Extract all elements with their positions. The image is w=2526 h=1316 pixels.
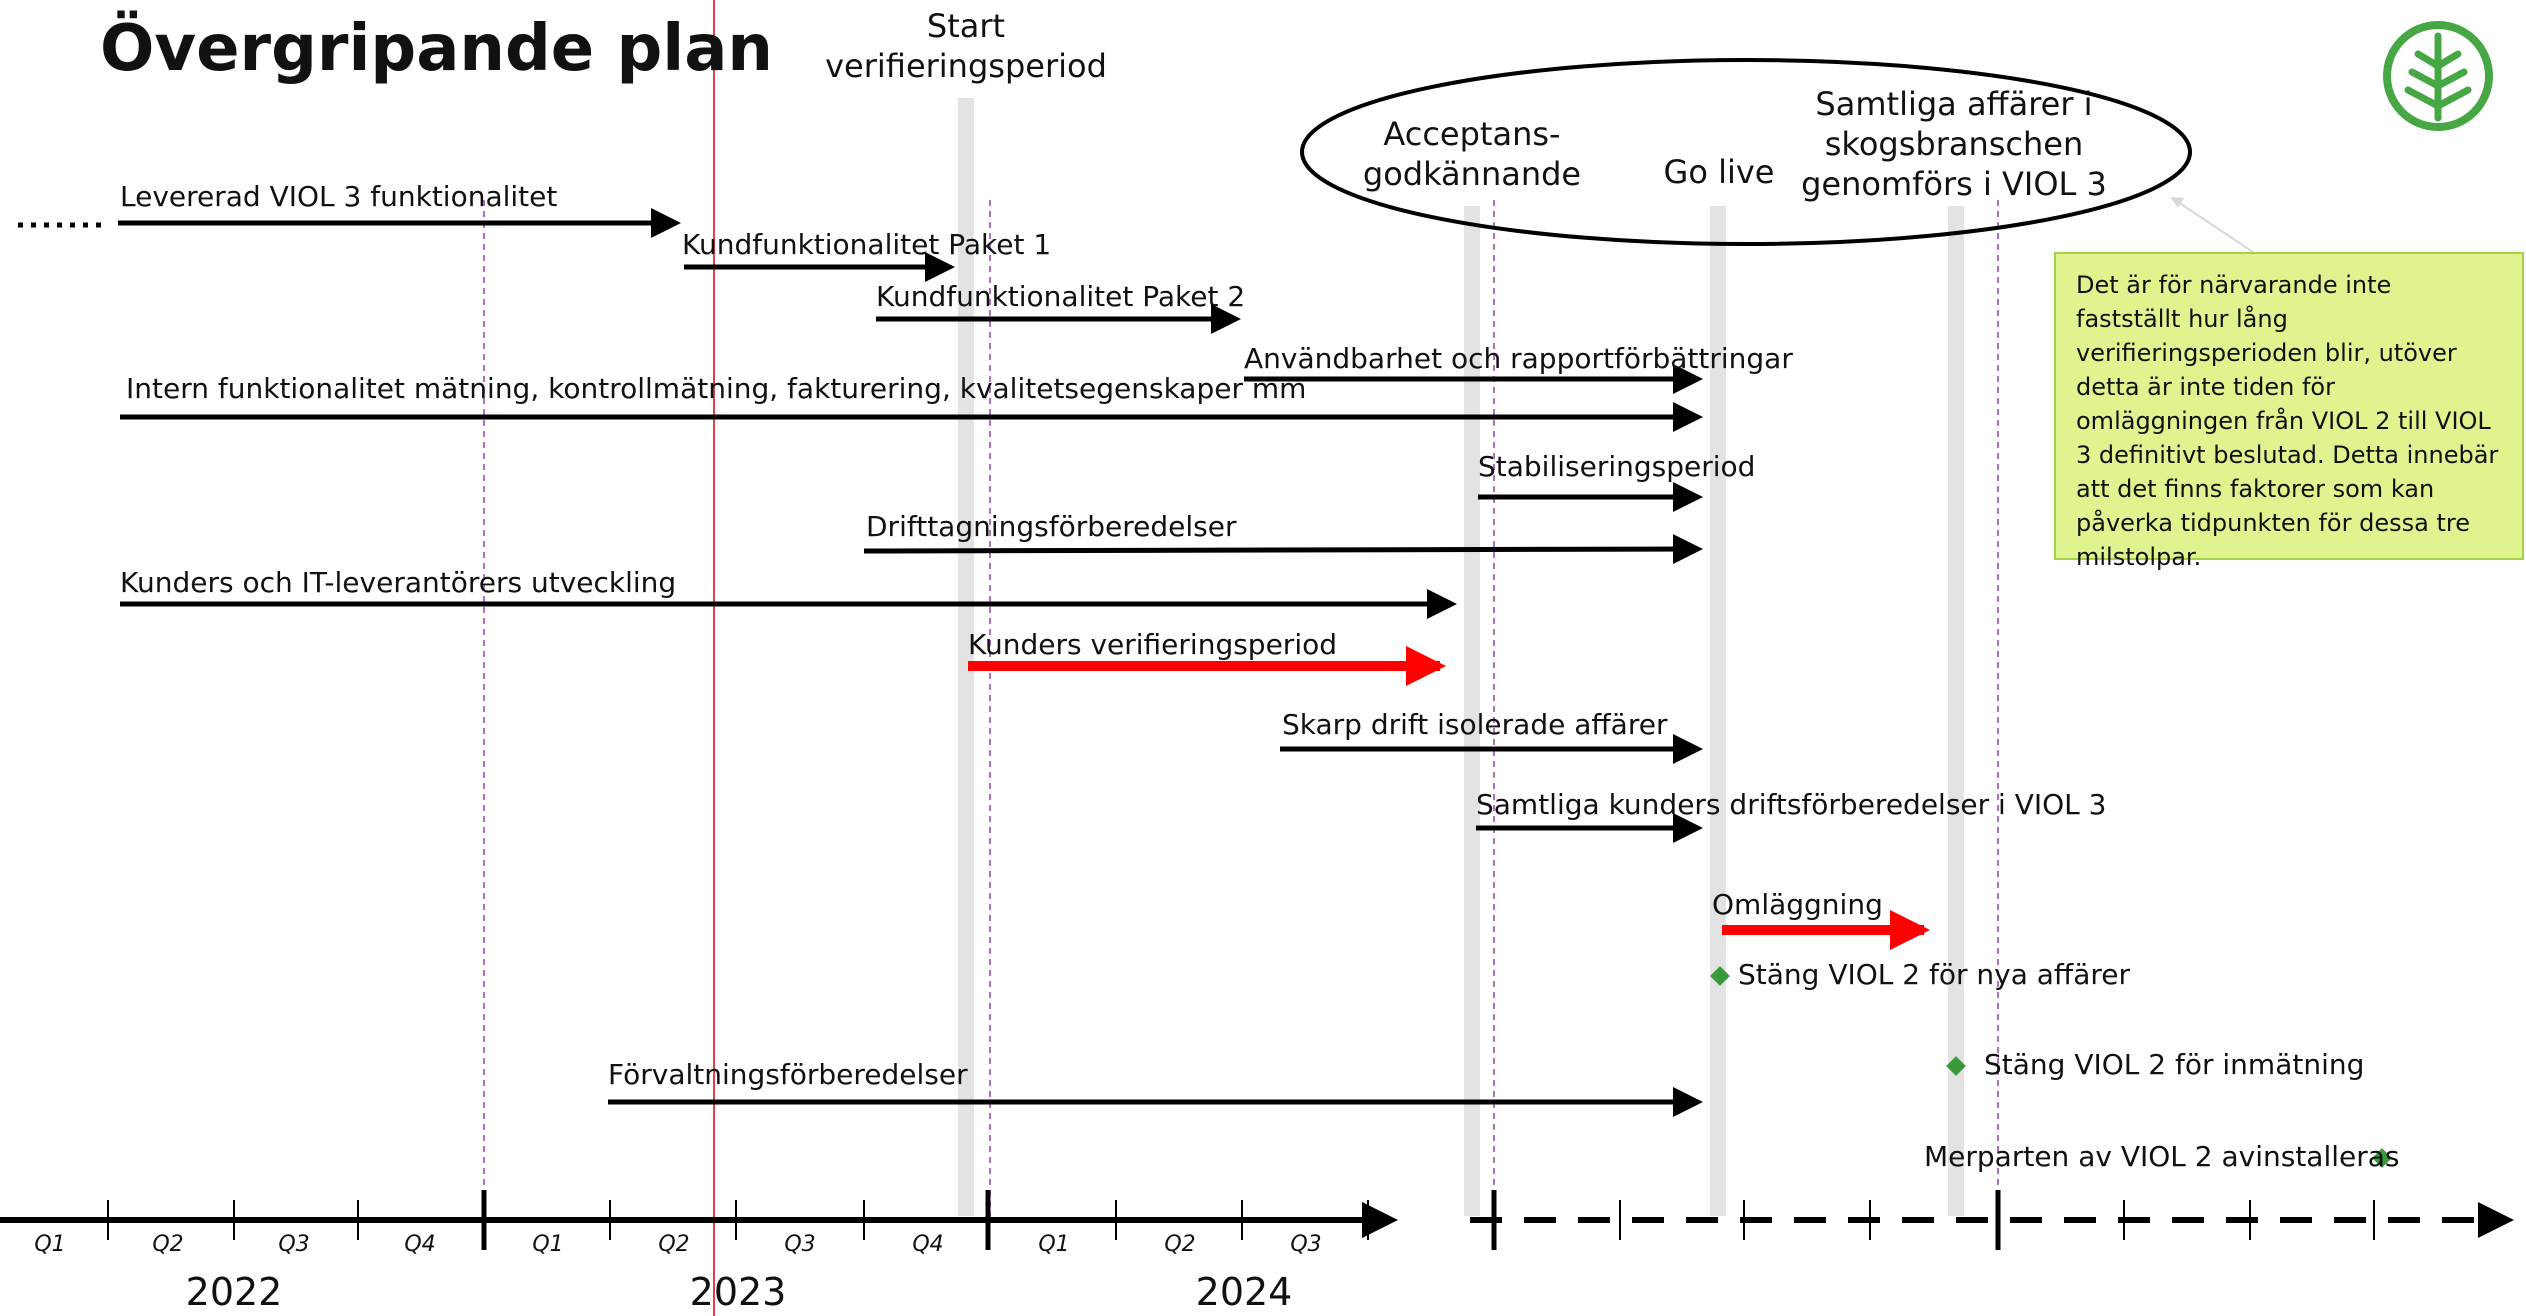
task-label: Kundfunktionalitet Paket 1: [682, 228, 1052, 261]
milestone-bar-samtliga: [1948, 206, 1964, 1216]
event-label: Stäng VIOL 2 för inmätning: [1984, 1048, 2365, 1081]
quarter-label: Q3: [784, 1232, 816, 1257]
task-label: Omläggning: [1712, 888, 1883, 921]
quarter-label: Q1: [532, 1232, 564, 1257]
task-label: Drifttagningsförberedelser: [866, 510, 1237, 543]
axis-ticks: [107, 1200, 2375, 1240]
quarter-label: Q2: [1164, 1232, 1196, 1257]
diamond-marker: [1710, 966, 1730, 986]
diamond-marker: [2372, 1148, 2392, 1168]
note-box: Det är för närvarande inte fastställt hu…: [2054, 252, 2524, 571]
milestone-golive-label: Go live: [1663, 153, 1775, 191]
milestone-ellipse: [1300, 58, 2192, 246]
task-label: Användbarhet och rapportförbättringar: [1244, 342, 1793, 375]
quarter-label: Q3: [278, 1232, 310, 1257]
task-label: Förvaltningsförberedelser: [608, 1058, 968, 1091]
diamond-marker: [1946, 1056, 1966, 1076]
quarter-label: Q1: [34, 1232, 66, 1257]
tree-logo: [2383, 21, 2493, 131]
task-label: Kunders och IT-leverantörers utveckling: [120, 566, 677, 599]
task-label: Intern funktionalitet mätning, kontrollm…: [126, 372, 1307, 405]
milestone-bar-acceptans: [1464, 206, 1480, 1216]
milestone-samtliga-label: Samtliga affärer i skogsbranschen genomf…: [1801, 85, 2107, 203]
task-label: Levererad VIOL 3 funktionalitet: [120, 180, 558, 213]
quarter-label: Q3: [1290, 1232, 1322, 1257]
task-label: Kundfunktionalitet Paket 2: [876, 280, 1246, 313]
quarter-label: Q2: [658, 1232, 690, 1257]
year-label: 2023: [689, 1270, 787, 1314]
event-label: Merparten av VIOL 2 avinstalleras: [1924, 1140, 2400, 1173]
quarter-label: Q1: [1038, 1232, 1070, 1257]
task-label: Samtliga kunders driftsförberedelser i V…: [1476, 788, 2107, 821]
note-pointer-head: [2170, 197, 2184, 208]
page-title: Övergripande plan: [100, 12, 773, 86]
milestone-start-label: Start verifieringsperiod: [825, 7, 1107, 85]
note-pointer: [2171, 197, 2257, 255]
milestone-bar-start: [958, 98, 974, 1216]
milestone-bar-golive: [1710, 206, 1726, 1216]
task-label: Kunders verifieringsperiod: [968, 628, 1338, 661]
task-label: Skarp drift isolerade affärer: [1282, 708, 1668, 741]
quarter-label: Q2: [152, 1232, 184, 1257]
task-label: Stabiliseringsperiod: [1478, 450, 1756, 483]
arrow-drifttagning: [863, 534, 1703, 565]
year-label: 2024: [1195, 1270, 1293, 1314]
milestone-acceptans-label: Acceptans- godkännande: [1362, 115, 1582, 193]
quarter-label: Q4: [912, 1232, 944, 1257]
year-label: 2022: [185, 1270, 283, 1314]
quarter-label: Q4: [404, 1232, 436, 1257]
event-label: Stäng VIOL 2 för nya affärer: [1738, 958, 2131, 991]
year-ticks: [481, 1190, 2001, 1250]
